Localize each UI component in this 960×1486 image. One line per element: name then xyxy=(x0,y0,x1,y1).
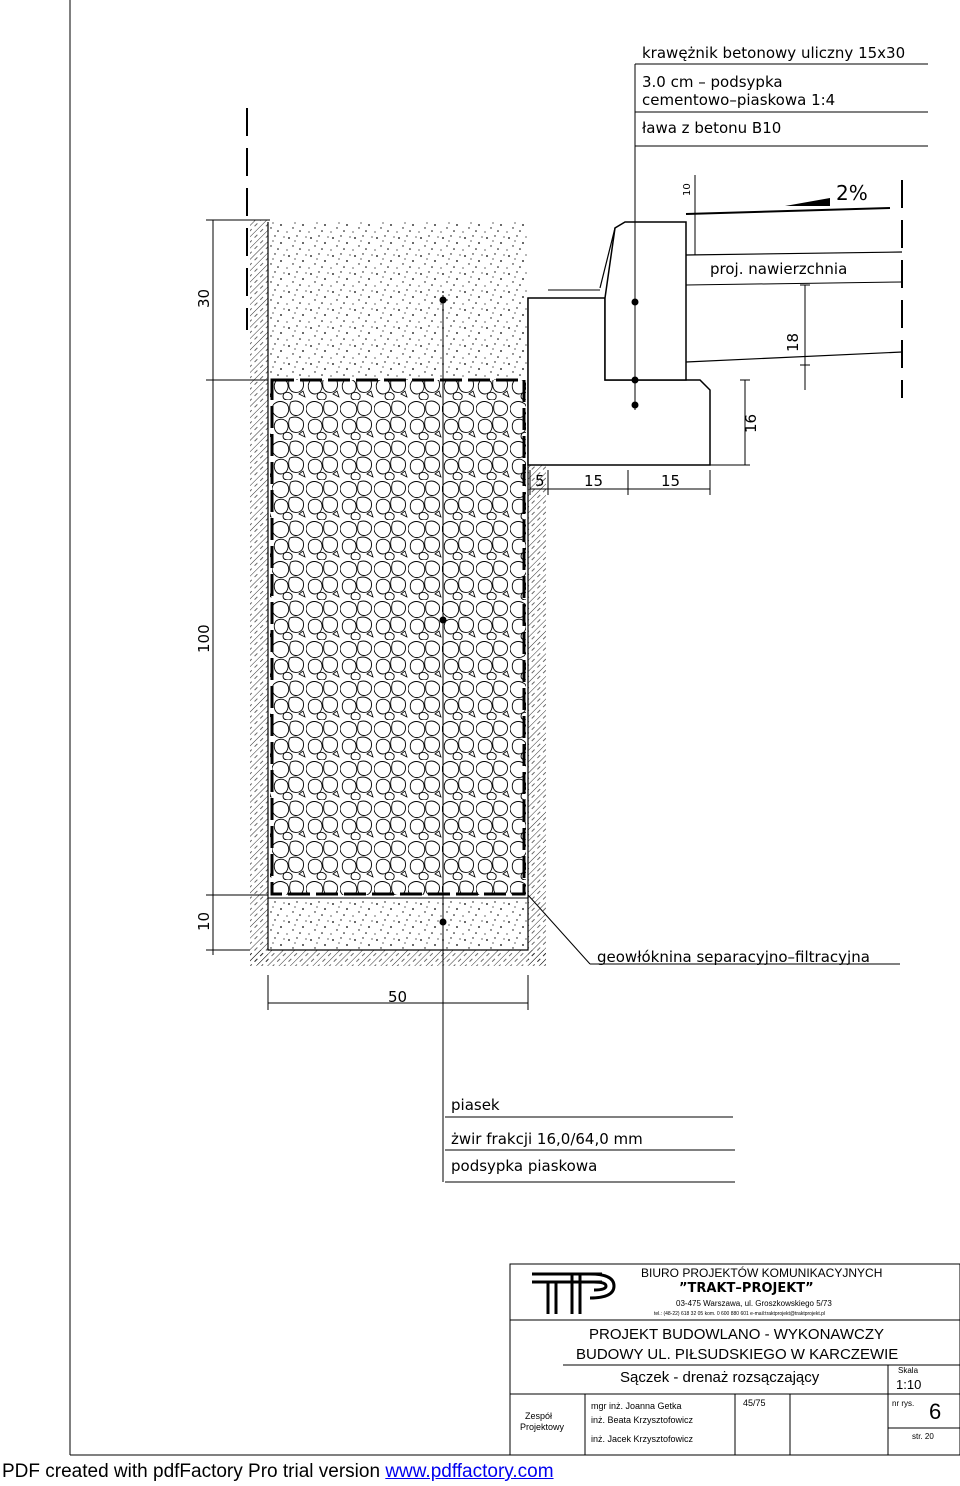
drawing-number: 45/75 xyxy=(743,1398,766,1408)
company-contact: tel.: (48-22) 618 32 05 kom. 0 600 880 6… xyxy=(654,1311,825,1317)
company-logo xyxy=(532,1272,616,1314)
team-label-1: Zespół xyxy=(525,1411,553,1421)
sheet-number: 6 xyxy=(929,1399,942,1424)
pavement-top xyxy=(685,207,891,215)
dim-10-bottom: 10 xyxy=(195,912,213,931)
dim-18: 18 xyxy=(784,333,802,352)
gravel-layer xyxy=(270,380,526,895)
label-kraweznik: krawężnik betonowy uliczny 15x30 xyxy=(642,44,905,62)
designer-2: inż. Beata Krzysztofowicz xyxy=(591,1415,694,1425)
geotextile xyxy=(270,378,526,896)
title-block-frame xyxy=(509,1263,960,1456)
sand-layer xyxy=(268,222,528,380)
trench xyxy=(267,222,529,951)
dimension-texts: 10 18 16 5 15 15 30 100 10 50 xyxy=(195,183,802,1006)
designer-3: inż. Jacek Krzysztofowicz xyxy=(591,1434,694,1444)
dim-50: 50 xyxy=(388,988,407,1006)
scale-value: 1:10 xyxy=(896,1377,922,1392)
pdf-footer: PDF created with pdfFactory Pro trial ve… xyxy=(2,1461,554,1483)
dim-16: 16 xyxy=(742,414,760,433)
team-label-2: Projektowy xyxy=(520,1422,565,1432)
label-geowloknina: geowłóknina separacyjno–filtracyjna xyxy=(597,948,870,966)
label-nawierzchnia: proj. nawierzchnia xyxy=(710,260,847,278)
layer-labels-bottom: geowłóknina separacyjno–filtracyjna pias… xyxy=(445,948,870,1183)
drawing-title: Sączek - drenaż rozsączający xyxy=(620,1369,820,1386)
company-address: 03-475 Warszawa, ul. Groszkowskiego 5/73 xyxy=(676,1299,832,1308)
footer-link[interactable]: www.pdffactory.com xyxy=(385,1461,554,1482)
scale-label: Skala xyxy=(898,1366,919,1375)
label-slope: 2% xyxy=(836,181,868,205)
curb-section xyxy=(246,108,903,1182)
curb-stone xyxy=(604,221,687,381)
footer-text: PDF created with pdfFactory Pro trial ve… xyxy=(2,1461,386,1482)
label-zwir: żwir frakcji 16,0/64,0 mm xyxy=(451,1130,643,1148)
label-lawa: ława z betonu B10 xyxy=(642,119,781,137)
dim-100: 100 xyxy=(195,624,213,653)
label-podsypka-2: cementowo–piaskowa 1:4 xyxy=(642,91,835,109)
slope-arrow xyxy=(785,198,830,206)
office-name: BIURO PROJEKTÓW KOMUNIKACYJNYCH xyxy=(641,1266,883,1280)
sheet-number-label: nr rys. xyxy=(892,1399,915,1408)
label-podsypka-piaskowa: podsypka piaskowa xyxy=(451,1157,597,1175)
dimensions xyxy=(206,175,900,1010)
project-line-2: BUDOWY UL. PIŁSUDSKIEGO W KARCZEWIE xyxy=(576,1346,899,1363)
dim-15-b: 15 xyxy=(661,472,680,490)
dim-15-a: 15 xyxy=(584,472,603,490)
label-podsypka-1: 3.0 cm – podsypka xyxy=(642,73,783,91)
dim-10-top: 10 xyxy=(682,183,693,196)
company-name: ”TRAKT–PROJEKT” xyxy=(679,1281,814,1296)
dim-30: 30 xyxy=(195,289,213,308)
page-number: str. 20 xyxy=(912,1432,934,1441)
sand-bedding xyxy=(268,898,528,950)
layer-labels-top: krawężnik betonowy uliczny 15x30 3.0 cm … xyxy=(634,44,928,278)
designer-1: mgr inż. Joanna Getka xyxy=(591,1401,682,1411)
label-piasek: piasek xyxy=(451,1096,500,1114)
project-line-1: PROJEKT BUDOWLANO - WYKONAWCZY xyxy=(589,1326,885,1343)
dim-5: 5 xyxy=(535,472,545,490)
